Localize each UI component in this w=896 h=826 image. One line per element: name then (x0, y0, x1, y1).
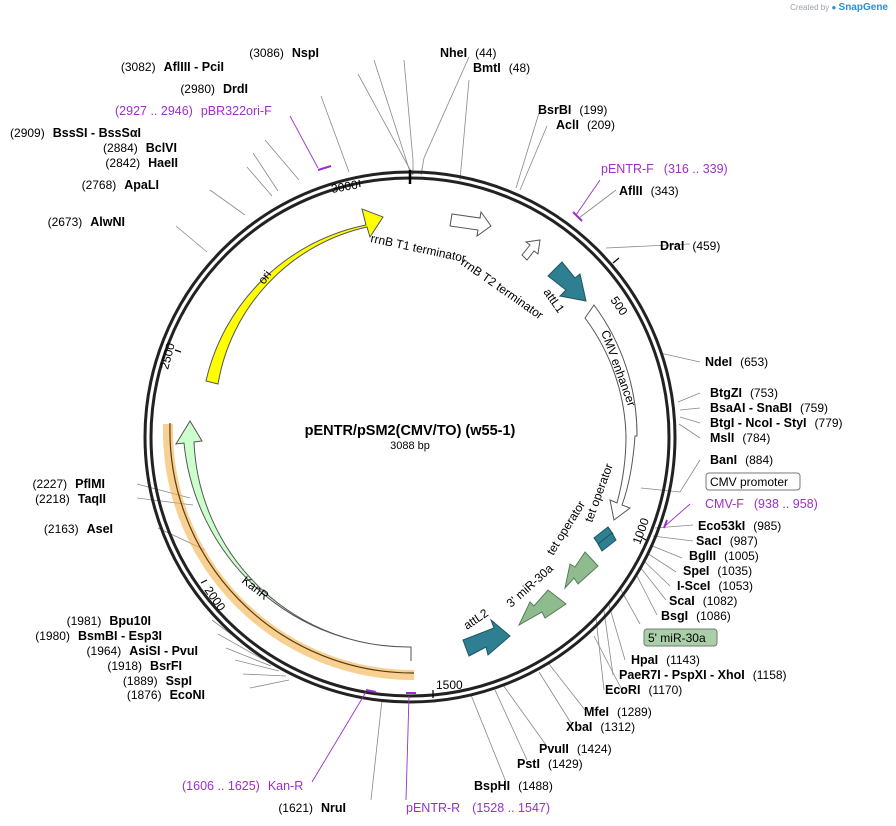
tet-operator-label-2: tet operator (544, 498, 588, 557)
enzyme-site: (2884)BclVI (103, 141, 177, 155)
tick-label-3000: 3000 (330, 177, 359, 195)
enzyme-site: BsgI(1086) (661, 609, 731, 623)
rrnb-t2-label: rrnB T2 terminator (458, 255, 546, 322)
enzyme-site: (1964)AsiSI - PvuI (87, 644, 198, 658)
enzyme-labels: NheI(44) BmtI(48) BsrBI(199) AclI(209) A… (10, 46, 843, 815)
enzyme-site: HpaI(1143) (631, 653, 700, 667)
tick-marks (174, 179, 647, 698)
ori-label: ori (255, 268, 274, 287)
rrnb-t1-arrow (449, 210, 492, 238)
enzyme-site: (3082)AflIII - PciI (121, 60, 224, 74)
enzyme-site: MfeI(1289) (584, 705, 652, 719)
rrnb-t2-arrow (521, 239, 541, 261)
enzyme-site: I-SceI(1053) (677, 579, 753, 593)
enzyme-site: (2218)TaqII (35, 492, 106, 506)
primer-site: pENTR-F(316 .. 339) (601, 162, 728, 176)
enzyme-site: (1876)EcoNI (127, 688, 205, 702)
primer-site: CMV-F(938 .. 958) (705, 497, 818, 511)
attl1-arrow (547, 261, 587, 302)
enzyme-site: ScaI(1082) (669, 594, 737, 608)
snapgene-logo-icon: ● (831, 3, 837, 12)
enzyme-site: AclI(209) (556, 118, 615, 132)
kanr-feature-arrow (175, 420, 412, 661)
enzyme-site: (1980)BsmBI - Esp3I (35, 629, 162, 643)
kanr-label: KanR (239, 573, 272, 603)
ori-feature-arrow (205, 208, 384, 385)
enzyme-site: BtgI - NcoI - StyI(779) (710, 416, 843, 430)
enzyme-site: EcoRI(1170) (605, 683, 682, 697)
enzyme-site: BsaAI - SnaBI(759) (710, 401, 828, 415)
enzyme-site: SpeI(1035) (683, 564, 752, 578)
enzyme-site: NdeI(653) (705, 355, 768, 369)
enzyme-site: AflII(343) (619, 184, 679, 198)
enzyme-site: BspHI(1488) (474, 779, 553, 793)
watermark-prefix: Created by (790, 3, 830, 12)
enzyme-site: (3086)NspI (249, 46, 319, 60)
primer-site: pENTR-R(1528 .. 1547) (406, 801, 550, 815)
enzyme-site: Eco53kI(985) (698, 519, 781, 533)
enzyme-site: MslI(784) (710, 431, 770, 445)
enzyme-site: (1889)SspI (123, 674, 192, 688)
enzyme-site: (2909)BssSI - BssSαI (10, 126, 141, 140)
watermark-brand: SnapGene (838, 2, 888, 13)
enzyme-site: (2163)AseI (44, 522, 113, 536)
enzyme-site: PstI(1429) (517, 757, 583, 771)
enzyme-site: (1621)NruI (278, 801, 346, 815)
cmv-promoter-boxed-label: CMV promoter (705, 472, 801, 491)
primer-site: (2927 .. 2946)pBR322ori-F (115, 104, 272, 118)
cmv-enhancer-label: CMV enhancer (598, 328, 639, 408)
snapgene-watermark: Created by ● SnapGene (790, 2, 888, 13)
5-mir30a-boxed-label: 5' miR-30a (643, 628, 718, 647)
cmv-enhancer-arrow (584, 304, 638, 521)
enzyme-site: (1918)BsrFI (107, 659, 182, 673)
enzyme-site: BanI(884) (710, 453, 773, 467)
enzyme-site: (2768)ApaLI (82, 178, 159, 192)
tick-label-1000: 1000 (630, 516, 652, 546)
tick-label-1500: 1500 (436, 678, 463, 692)
5-mir30a-label: 5' miR-30a (648, 631, 706, 645)
enzyme-site: PaeR7I - PspXI - XhoI(1158) (619, 668, 787, 682)
primer-leaders (289, 115, 691, 801)
attl2-label: attL2 (461, 606, 491, 633)
plasmid-name: pENTR/pSM2(CMV/TO) (w55-1) (305, 423, 516, 439)
enzyme-site: (2842)HaeII (105, 156, 178, 170)
enzyme-site: DraI(459) (660, 239, 720, 253)
attl2-arrow (462, 618, 511, 657)
3-mir30a-arrow (564, 551, 599, 590)
enzyme-site: BmtI(48) (473, 61, 530, 75)
tick-label-2500: 2500 (157, 341, 178, 371)
enzyme-site: (2673)AlwNI (48, 215, 125, 229)
enzyme-site: (2980)DrdI (180, 82, 248, 96)
enzyme-site: PvuII(1424) (539, 742, 612, 756)
primer-markers (317, 165, 668, 694)
kanr-highlight-line (169, 422, 415, 674)
tet-operator-label-1: tet operator (582, 462, 616, 524)
enzyme-site: BtgZI(753) (710, 386, 778, 400)
enzyme-site: BsrBI(199) (538, 103, 607, 117)
rrnb-t1-label: rrnB T1 terminator (369, 231, 467, 265)
plasmid-length: 3088 bp (390, 440, 430, 452)
kanr-highlight (162, 423, 415, 681)
enzyme-site: XbaI(1312) (566, 720, 635, 734)
enzyme-site: NheI(44) (440, 46, 496, 60)
primer-labels: (2927 .. 2946)pBR322ori-F pENTR-F(316 ..… (115, 104, 818, 815)
enzyme-site: SacI(987) (696, 534, 758, 548)
cmv-promoter-label: CMV promoter (710, 475, 788, 489)
enzyme-site: (1981)Bpu10I (67, 614, 151, 628)
enzyme-site: (2227)PflMI (32, 477, 105, 491)
leader-lines (136, 56, 701, 801)
tet-operator-box-2 (597, 532, 617, 552)
primer-site: (1606 .. 1625)Kan-R (182, 779, 303, 793)
5-mir30a-arrow (517, 589, 567, 627)
enzyme-site: BglII(1005) (689, 549, 759, 563)
